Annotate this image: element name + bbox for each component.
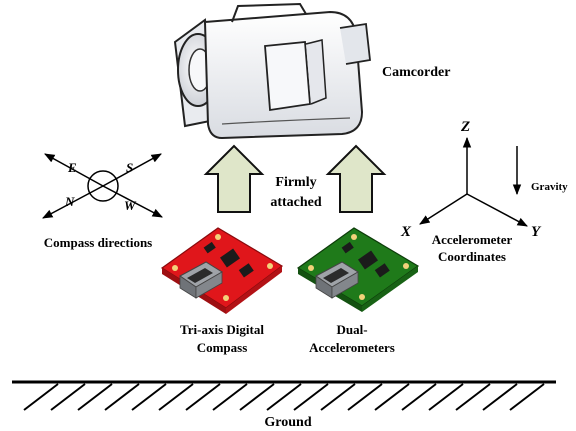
ground-hatch	[509, 383, 545, 411]
ground-hatch	[131, 383, 167, 411]
firmly-label: Firmly	[275, 175, 316, 190]
tri-axis-label-line2: Compass	[197, 340, 248, 355]
ground-hatch	[347, 383, 383, 411]
attached-label: attached	[270, 195, 322, 210]
accelerometer-coordinates-line1: Accelerometer	[432, 232, 513, 247]
ground-hatch	[320, 383, 356, 411]
compass-directions-label: Compass directions	[44, 235, 152, 250]
gravity-label: Gravity	[531, 181, 568, 193]
ground-hatch	[239, 383, 275, 411]
ground-hatch	[374, 383, 410, 411]
attach-arrow-left	[203, 144, 265, 213]
ground-hatch	[455, 383, 491, 411]
ground-label: Ground	[264, 415, 311, 430]
compass-board-image	[160, 227, 284, 314]
ground-hatch	[185, 383, 221, 411]
tri-axis-label-line1: Tri-axis Digital	[180, 322, 264, 337]
attach-arrow-right	[325, 144, 387, 213]
ground-hatch	[104, 383, 140, 411]
z-axis-label: Z	[460, 119, 470, 135]
ground	[12, 380, 556, 411]
ground-hatch	[23, 383, 59, 411]
accelerometer-board-image	[296, 227, 420, 312]
ground-hatch	[401, 383, 437, 411]
accelerometer-coordinates-line2: Coordinates	[438, 249, 506, 264]
compass-rose	[42, 153, 163, 219]
dual-label-line2: Accelerometers	[309, 340, 395, 355]
ground-hatch	[266, 383, 302, 411]
x-axis-label: X	[400, 224, 412, 240]
accelerometer-axes	[419, 136, 528, 227]
ground-hatch	[428, 383, 464, 411]
ground-hatch	[158, 383, 194, 411]
ground-hatch	[482, 383, 518, 411]
compass-w-label: W	[124, 198, 137, 213]
ground-hatch	[293, 383, 329, 411]
compass-s-label: S	[126, 160, 133, 175]
ground-hatch	[212, 383, 248, 411]
compass-e-label: E	[67, 160, 77, 175]
camcorder-label: Camcorder	[382, 65, 450, 80]
y-axis-label: Y	[531, 224, 542, 240]
dual-label-line1: Dual-	[336, 322, 367, 337]
camcorder-image	[173, 2, 371, 140]
compass-n-label: N	[64, 194, 75, 209]
ground-hatch	[77, 383, 113, 411]
ground-hatch	[50, 383, 86, 411]
